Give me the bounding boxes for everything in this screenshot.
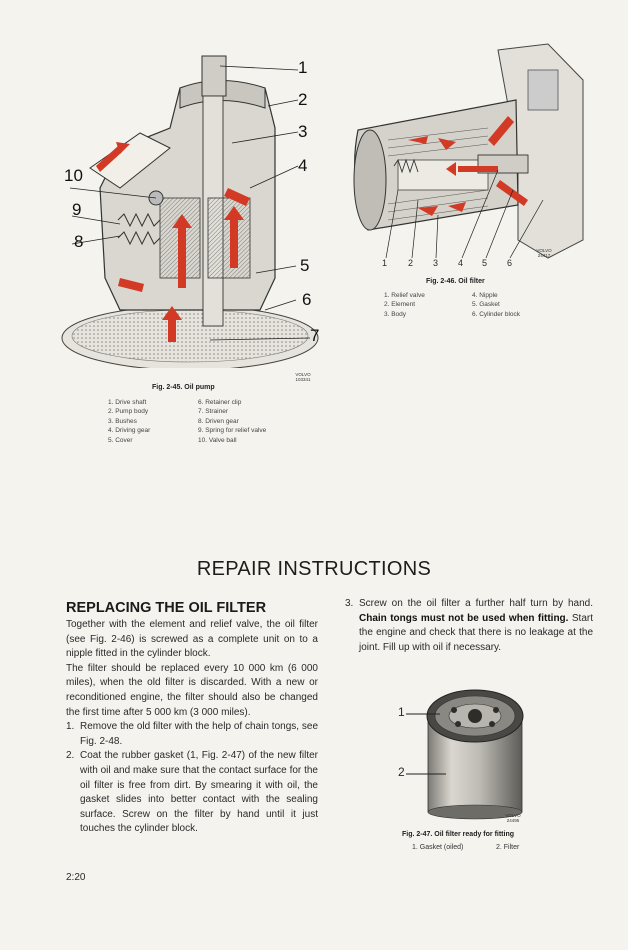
callout-7: 7 [310, 326, 320, 345]
paragraph-interval: The filter should be replaced every 10 0… [66, 662, 318, 718]
step-warning: Chain tongs must not be used when fittin… [359, 612, 569, 624]
legend-item: 1. Relief valve [384, 292, 425, 299]
callout-2: 2 [408, 258, 414, 268]
legend-item: 6. Cylinder block [472, 310, 521, 318]
callout-5: 5 [482, 258, 488, 268]
oil-pump-cutaway [61, 55, 319, 371]
subsection-title: REPLACING THE OIL FILTER [66, 600, 267, 616]
fig-2-47-illustration: 1 2 [398, 686, 538, 820]
legend-item: 4. Nipple [472, 292, 498, 299]
fig-2-45-legend-right: 6. Retainer clip 7. Strainer 8. Driven g… [198, 398, 266, 445]
legend-item: 9. Spring for relief valve [198, 427, 267, 435]
step-text-a: Screw on the oil filter a further half t… [359, 598, 593, 609]
stamp-code: 103341 [295, 377, 311, 382]
step-number: 2. [66, 750, 75, 762]
callout-4: 4 [298, 156, 308, 175]
callout-9: 9 [72, 200, 82, 219]
legend-item: 5. Gasket [472, 301, 500, 309]
fig-2-46-illustration: 1 2 3 4 5 6 VOLVO 24417 [338, 40, 588, 275]
fig-2-45-caption: Fig. 2-45. Oil pump [152, 384, 215, 391]
legend-item: 2. Element [384, 301, 416, 309]
oil-filter-cutaway [353, 43, 584, 259]
fig-2-45-legend-left: 1. Drive shaft 2. Pump body 3. Bushes 4.… [108, 398, 150, 445]
callout-3: 3 [298, 122, 308, 141]
callout-2: 2 [298, 90, 308, 109]
legend-item: 3. Bushes [108, 417, 137, 425]
callout-6: 6 [507, 258, 513, 268]
stamp-brand: VOLVO [295, 372, 311, 377]
stamp-code: 24417 [537, 253, 551, 258]
legend-item: 6. Retainer clip [198, 399, 242, 406]
callout-4: 4 [458, 258, 464, 268]
step-1: 1. Remove the old filter with the help o… [66, 720, 318, 749]
stamp-code: 24495 [506, 818, 520, 823]
step-3: 3. Screw on the oil filter a further hal… [345, 597, 593, 655]
step-text-b: Start the engine and check that there is… [359, 612, 593, 653]
fig-2-46-legend-left: 1. Relief valve 2. Element 3. Body [384, 291, 425, 319]
page-number: 2:20 [66, 872, 86, 883]
callout-8: 8 [74, 232, 84, 251]
callout-2: 2 [398, 765, 405, 779]
fig-2-47-legend-1: 1. Gasket (oiled) [412, 844, 464, 851]
legend-item: 1. Drive shaft [108, 399, 147, 406]
left-column: Together with the element and relief val… [66, 618, 318, 837]
legend-item: 7. Strainer [198, 408, 228, 416]
paragraph-intro: Together with the element and relief val… [66, 619, 318, 660]
stamp-brand: VOLVO [505, 813, 521, 818]
callout-1: 1 [398, 705, 405, 719]
legend-item: 3. Body [384, 310, 407, 318]
legend-item: 10. Valve ball [198, 436, 237, 444]
oil-filter-photo [406, 689, 524, 820]
step-2: 2. Coat the rubber gasket (1, Fig. 2-47)… [66, 749, 318, 837]
callout-1: 1 [298, 58, 308, 77]
step-number: 1. [66, 721, 75, 733]
step-text: Coat the rubber gasket (1, Fig. 2-47) of… [80, 750, 318, 835]
fig-2-45-stamp: VOLVO 103341 [288, 372, 318, 382]
section-title: REPAIR INSTRUCTIONS [196, 558, 432, 580]
fig-2-45-illustration: 1 2 3 4 5 6 7 8 9 10 [60, 48, 330, 371]
callout-6: 6 [302, 290, 312, 309]
fig-2-47-caption: Fig. 2-47. Oil filter ready for fitting [402, 831, 515, 838]
fig-2-46-legend-right: 4. Nipple 5. Gasket 6. Cylinder block [472, 291, 520, 319]
legend-item: 8. Driven gear [198, 417, 239, 425]
step-number: 3. [345, 598, 354, 609]
stamp-brand: VOLVO [536, 248, 552, 253]
callout-3: 3 [433, 258, 439, 268]
legend-item: 4. Driving gear [108, 427, 151, 435]
legend-item: 5. Cover [108, 436, 133, 444]
callout-10: 10 [64, 166, 83, 185]
fig-2-47-legend-2: 2. Filter [496, 844, 520, 851]
fig-2-46-stamp: VOLVO 24417 [532, 248, 556, 258]
fig-2-46-caption: Fig. 2-46. Oil filter [426, 278, 485, 285]
callout-5: 5 [300, 256, 310, 275]
legend-item: 2. Pump body [108, 408, 149, 416]
step-text: Screw on the oil filter a further half t… [359, 597, 593, 655]
step-text: Remove the old filter with the help of c… [80, 721, 318, 747]
fig-2-47-stamp: VOLVO 24495 [498, 813, 528, 823]
callout-1: 1 [382, 258, 388, 268]
